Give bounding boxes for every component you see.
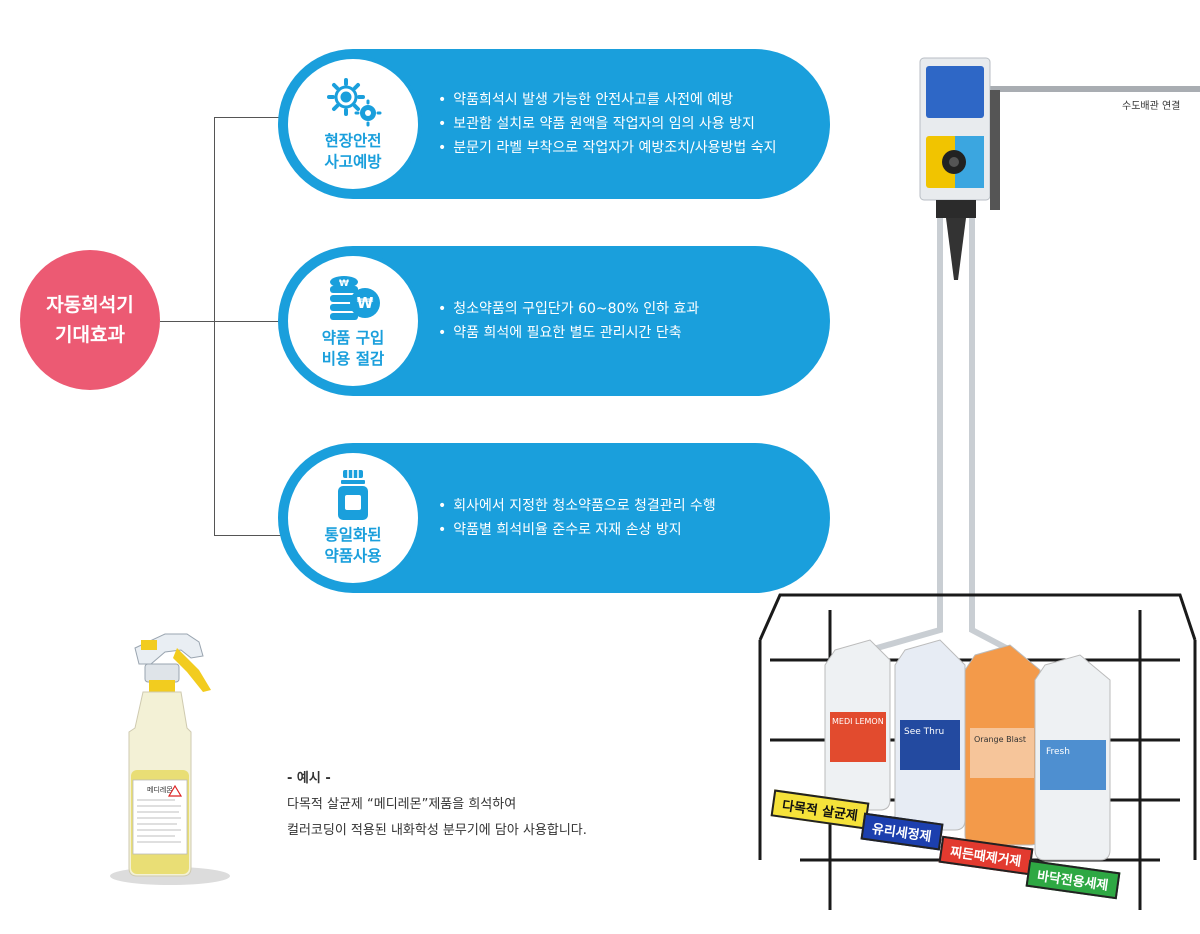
benefit-title: 통일화된 약품사용 (324, 526, 382, 565)
benefit-icon-circle: 통일화된 약품사용 (284, 449, 422, 587)
connector-2 (214, 321, 290, 322)
root-circle: 자동희석기 기대효과 (20, 250, 160, 390)
gears-icon (324, 75, 382, 127)
example-line1: 다목적 살균제 “메디레몬”제품을 희석하여 (287, 797, 517, 812)
connector-3 (214, 535, 290, 536)
benefit-bullets: 약품희석시 발생 가능한 안전사고를 사전에 예방 보관함 설치로 약품 원액을… (438, 49, 776, 199)
benefit-title: 약품 구입 비용 절감 (321, 329, 385, 368)
example-title: - 예시 - (287, 771, 331, 786)
bottle-brand-4: Fresh (1046, 747, 1070, 757)
root-title-line2: 기대효과 (55, 324, 125, 346)
benefit-icon-circle: ₩ ₩ 약품 구입 비용 절감 (284, 252, 422, 390)
benefit-bullets: 회사에서 지정한 청소약품으로 청결관리 수행 약품별 희석비율 준수로 자재 … (438, 443, 716, 593)
connector-1 (214, 117, 290, 118)
benefit-icon-circle: 현장안전 사고예방 (284, 55, 422, 193)
benefit-bullets: 청소약품의 구입단가 60~80% 인하 효과 약품 희석에 필요한 별도 관리… (438, 246, 699, 396)
svg-text:₩: ₩ (357, 294, 374, 312)
svg-text:₩: ₩ (339, 279, 349, 289)
example-caption: - 예시 - 다목적 살균제 “메디레몬”제품을 희석하여 컬러코딩이 적용된 … (287, 766, 587, 844)
bullet-item: 약품별 희석비율 준수로 자재 손상 방지 (438, 518, 716, 542)
benefit-title: 현장안전 사고예방 (324, 132, 382, 171)
bullet-item: 약품희석시 발생 가능한 안전사고를 사전에 예방 (438, 88, 776, 112)
bullet-item: 보관함 설치로 약품 원액을 작업자의 임의 사용 방지 (438, 112, 776, 136)
benefit-card-cost: ₩ ₩ 약품 구입 비용 절감 청소약품의 구입단가 60~80% 인하 효과 … (278, 246, 830, 396)
root-title-line1: 자동희석기 (46, 294, 134, 316)
coins-won-icon: ₩ ₩ (324, 272, 382, 324)
spray-bottle-image: 메디레몬 (95, 620, 235, 890)
connector-root (160, 321, 214, 322)
bottle-icon (333, 469, 373, 521)
bottle-brand-2: See Thru (904, 727, 944, 737)
pipe-connection-label: 수도배관 연결 (1122, 101, 1181, 112)
benefit-card-unified: 통일화된 약품사용 회사에서 지정한 청소약품으로 청결관리 수행 약품별 희석… (278, 443, 830, 593)
benefit-card-safety: 현장안전 사고예방 약품희석시 발생 가능한 안전사고를 사전에 예방 보관함 … (278, 49, 830, 199)
connector-vertical (214, 117, 215, 536)
bullet-item: 약품 희석에 필요한 별도 관리시간 단축 (438, 321, 699, 345)
bullet-item: 회사에서 지정한 청소약품으로 청결관리 수행 (438, 494, 716, 518)
spray-bottle-label: 메디레몬 (147, 785, 173, 794)
bottle-brand-1: MEDI LEMON (832, 717, 884, 726)
bottle-brand-3: Orange Blast (974, 735, 1026, 744)
example-line2: 컬러코딩이 적용된 내화학성 분무기에 담아 사용합니다. (287, 823, 587, 838)
bullet-item: 분문기 라벨 부착으로 작업자가 예방조치/사용방법 숙지 (438, 136, 776, 160)
bullet-item: 청소약품의 구입단가 60~80% 인하 효과 (438, 297, 699, 321)
dilution-device-image: MEDI LEMON See Thru Orange Blast Fresh (740, 40, 1200, 930)
